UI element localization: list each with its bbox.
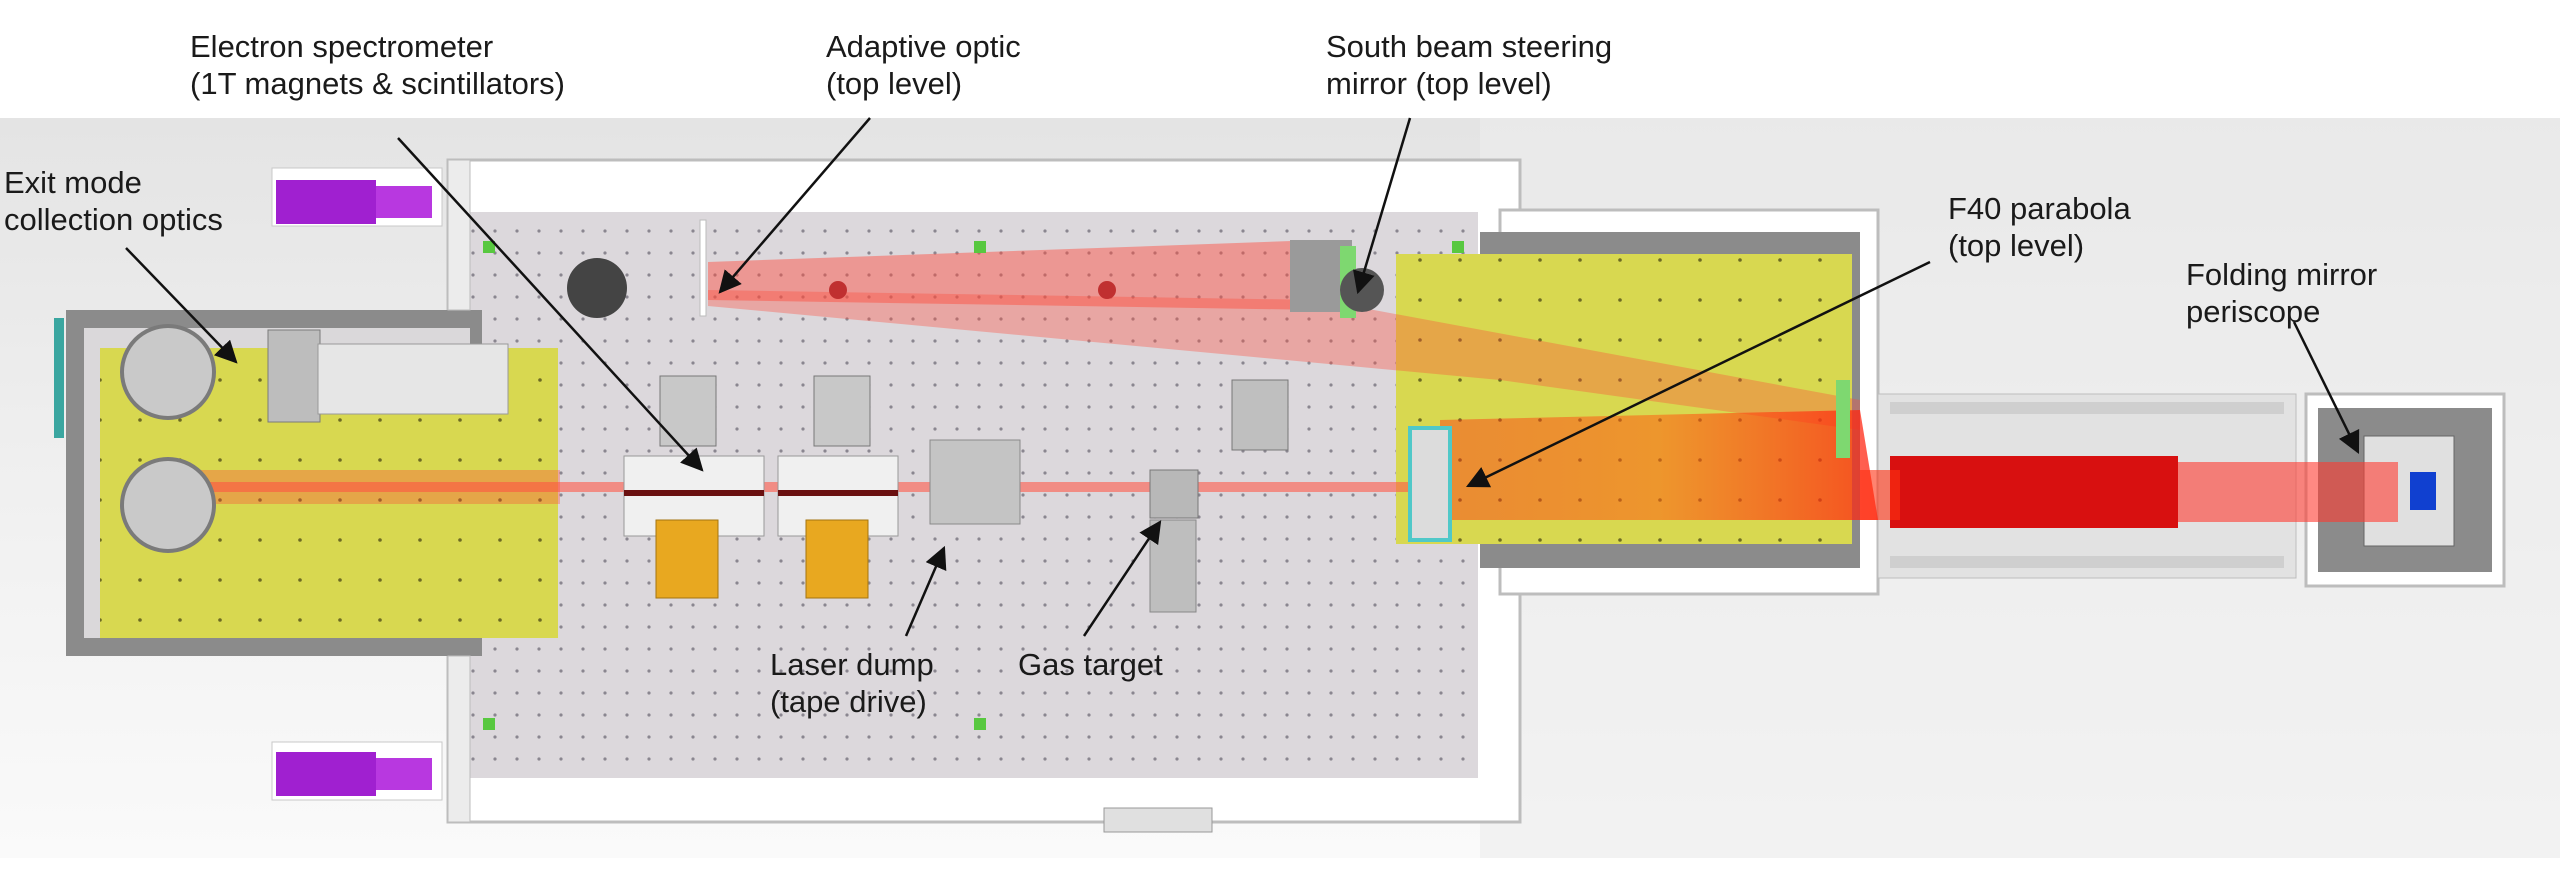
leader-gas-target bbox=[1082, 520, 1162, 637]
laser-dump bbox=[929, 439, 1021, 525]
exit-mode-optics bbox=[120, 324, 509, 553]
label-electron-spectrometer: Electron spectrometer (1T magnets & scin… bbox=[190, 29, 565, 101]
green-markers bbox=[483, 241, 1464, 730]
leader-f40-parabola bbox=[1465, 260, 1931, 488]
label-folding-mirror: Folding mirror periscope bbox=[2186, 257, 2378, 329]
leader-adaptive-optic bbox=[718, 117, 871, 294]
port-circle bbox=[567, 258, 627, 318]
leader-electron-spectrometer bbox=[397, 137, 704, 472]
label-f40-parabola: F40 parabola (top level) bbox=[1948, 191, 2131, 263]
label-south-beam-steering: South beam steering mirror (top level) bbox=[1326, 29, 1613, 101]
spectrometer-magnets bbox=[623, 375, 899, 599]
beam-tube-red bbox=[1890, 456, 2178, 528]
label-laser-dump: Laser dump (tape drive) bbox=[770, 647, 934, 719]
f40-parabola bbox=[1408, 426, 1452, 542]
label-gas-target: Gas target bbox=[1018, 647, 1163, 682]
beam-cone bbox=[1440, 410, 1878, 520]
label-adaptive-optic: Adaptive optic (top level) bbox=[826, 29, 1021, 101]
leader-folding-mirror bbox=[2292, 321, 2360, 455]
leader-exit-mode bbox=[125, 247, 238, 364]
leader-laser-dump bbox=[904, 545, 947, 637]
blue-optic bbox=[2410, 472, 2436, 510]
gas-target bbox=[1149, 469, 1199, 519]
beam-upper bbox=[708, 240, 1320, 310]
label-exit-mode: Exit mode collection optics bbox=[4, 165, 223, 237]
leader-south-steering bbox=[1353, 117, 1412, 295]
beam-diagonal bbox=[708, 290, 1860, 430]
right-steering-mirror bbox=[1836, 380, 1850, 458]
adaptive-optic bbox=[699, 219, 707, 317]
